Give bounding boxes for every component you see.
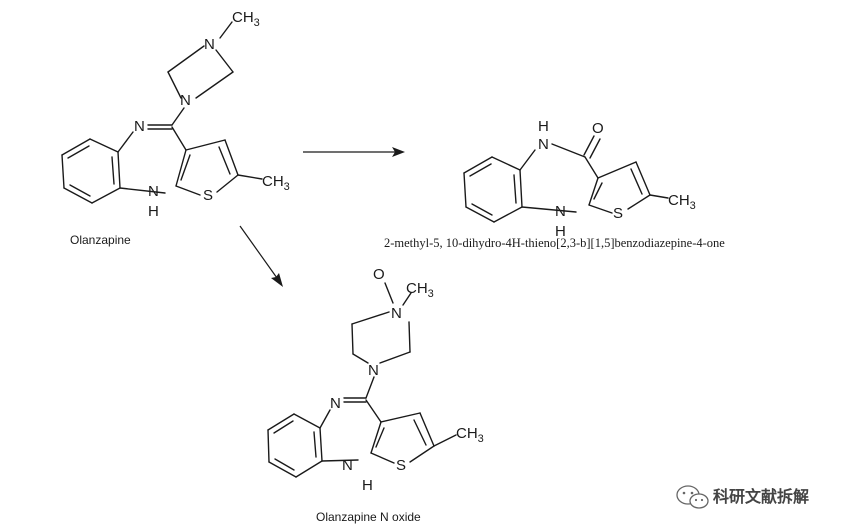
atom-n-imine-noxide: N [330,395,341,412]
atom-s-lactam: S [613,205,623,222]
atom-nh-n: N [148,183,159,200]
watermark: 科研文献拆解 [676,485,809,509]
lactam-thiophene-ring [588,161,669,214]
caption-lactam: 2-methyl-5, 10-dihydro-4H-thieno[2,3-b][… [384,236,725,250]
atom-nh-bottom-h: H [555,223,566,240]
atom-nh-top-n: N [538,136,549,153]
noxide-thiophene-ring [370,412,457,464]
arrow-to-n-oxide [239,225,283,287]
atom-ch3-noxide: CH3 [406,280,434,300]
molecule-product-lactam: H N O N H [384,118,725,250]
atom-o-noxide: O [373,266,385,283]
atom-nh-h: H [148,203,159,220]
atom-n-imine: N [134,118,145,135]
wechat-icon [676,485,709,509]
lactam-benzene-ring [463,156,523,223]
thiophene-ring [175,139,263,196]
arrow-to-lactam [303,147,405,157]
lactam-diazepine-ring [519,143,599,213]
atom-n-methyl: N [204,36,215,53]
atom-s-noxide: S [396,457,406,474]
atom-n-piperazine-noxide: N [368,362,379,379]
molecule-olanzapine: N CH3 N N N H [61,9,290,247]
atom-n-oxide: N [391,305,402,322]
atom-ch3-thiophene-noxide: CH3 [456,425,484,445]
watermark-text: 科研文献拆解 [713,487,809,506]
benzene-ring [61,138,121,204]
diazepine-ring [117,124,187,194]
noxide-diazepine-ring [319,397,382,462]
atom-ch3-piperazine: CH3 [232,9,260,29]
atom-nh-n-noxide: N [342,457,353,474]
atom-nh-h-noxide: H [362,477,373,494]
atom-ch3-lactam: CH3 [668,192,696,212]
atom-n-piperazine: N [180,92,191,109]
atom-s: S [203,187,213,204]
caption-n-oxide: Olanzapine N oxide [316,510,421,524]
piperazine-ring [167,21,234,99]
atom-nh-bottom-n: N [555,203,566,220]
atom-nh-top-h: H [538,118,549,135]
noxide-benzene-ring [267,413,323,478]
atom-o: O [592,120,604,137]
atom-ch3-thiophene: CH3 [262,173,290,193]
noxide-piperazine-ring [351,311,411,364]
molecule-n-oxide: O N CH3 N N N H [267,266,484,524]
caption-olanzapine: Olanzapine [70,233,131,247]
